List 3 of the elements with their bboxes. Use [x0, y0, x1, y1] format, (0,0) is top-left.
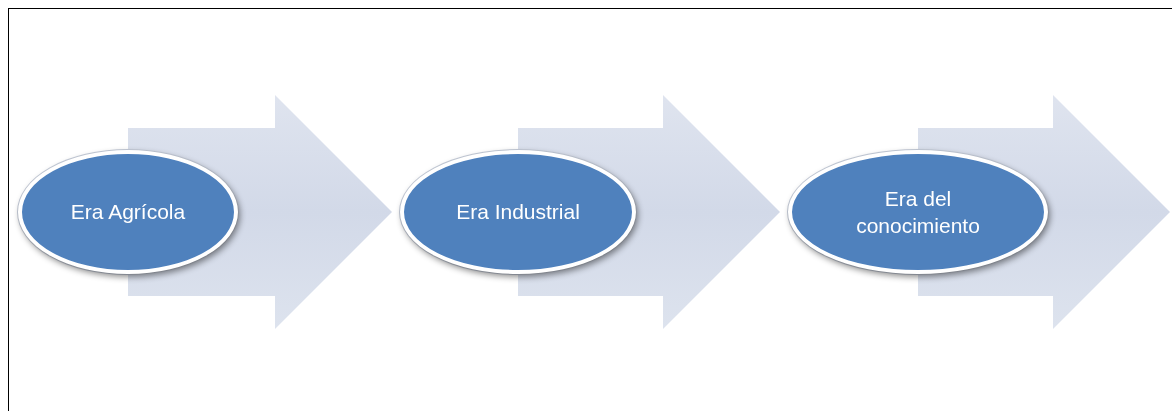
process-ellipse: Era Agrícola [18, 150, 238, 274]
process-ellipse: Era Industrial [400, 150, 636, 274]
process-ellipse: Era del conocimiento [788, 150, 1048, 274]
